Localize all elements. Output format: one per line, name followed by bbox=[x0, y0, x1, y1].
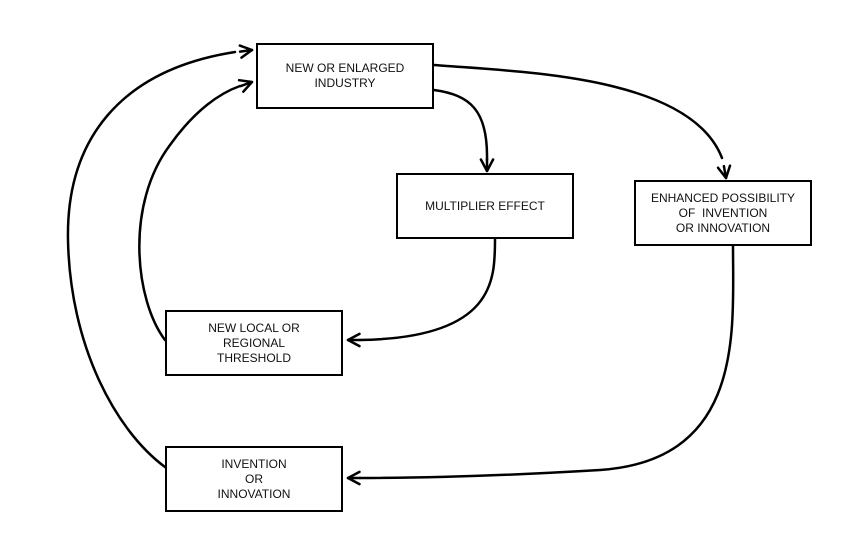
arrow-new-or-enlarged-industry-to-enhanced-possibility-tip bbox=[722, 164, 728, 180]
node-label-line: OF INVENTION bbox=[678, 205, 768, 220]
arrow-new-or-enlarged-industry-to-enhanced-possibility bbox=[432, 63, 724, 160]
node-label-line: OR bbox=[244, 471, 263, 486]
node-label-line: ENHANCED POSSIBILITY bbox=[650, 190, 796, 205]
node-label-line: MULTIPLIER EFFECT bbox=[425, 198, 545, 213]
node-multiplier-effect: MULTIPLIER EFFECT bbox=[396, 173, 574, 239]
arrow-invention-or-innovation-to-new-or-enlarged-industry-tip bbox=[238, 48, 254, 53]
node-label-line: INVENTION bbox=[221, 456, 287, 471]
arrow-new-local-or-regional-threshold-to-new-or-enlarged-industry-tip bbox=[239, 80, 254, 88]
node-label-line: OR INNOVATION bbox=[675, 220, 771, 235]
arrow-enhanced-possibility-to-invention-or-innovation bbox=[358, 244, 735, 480]
node-label-line: REGIONAL bbox=[222, 335, 285, 350]
node-enhanced-possibility-of-invention-or-innovation: ENHANCED POSSIBILITY OF INVENTION OR INN… bbox=[634, 180, 812, 246]
node-new-or-enlarged-industry: NEW OR ENLARGED INDUSTRY bbox=[256, 43, 434, 109]
arrow-new-or-enlarged-industry-to-multiplier-effect bbox=[432, 88, 489, 162]
node-label-line: NEW LOCAL OR bbox=[208, 320, 300, 335]
node-label-line: THRESHOLD bbox=[216, 350, 291, 365]
node-invention-or-innovation: INVENTION OR INNOVATION bbox=[165, 446, 343, 512]
node-label-line: INNOVATION bbox=[217, 486, 291, 501]
node-label-line: NEW OR ENLARGED bbox=[285, 61, 405, 75]
arrow-multiplier-effect-to-new-local-or-regional-threshold bbox=[358, 237, 497, 342]
arrow-new-local-or-regional-threshold-to-new-or-enlarged-industry bbox=[138, 84, 242, 342]
arrow-invention-or-innovation-to-new-or-enlarged-industry bbox=[66, 50, 237, 469]
node-label-line: INDUSTRY bbox=[314, 76, 376, 90]
node-new-local-or-regional-threshold: NEW LOCAL OR REGIONAL THRESHOLD bbox=[165, 310, 343, 376]
